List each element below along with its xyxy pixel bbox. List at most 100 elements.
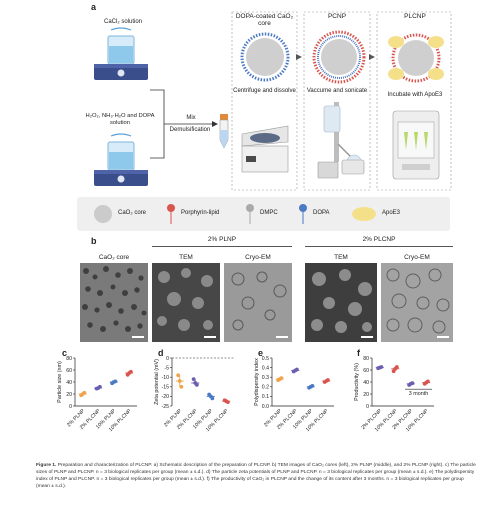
plnp-header-rule	[152, 246, 292, 247]
dopa-core-particle-icon	[240, 32, 290, 82]
plnp-tem-label: TEM	[179, 254, 193, 261]
data-point	[194, 382, 199, 387]
figure-label: Figure 1.	[36, 463, 57, 468]
y-tick-label: 0	[366, 404, 369, 410]
process-boxes	[231, 11, 452, 191]
scale-bar	[361, 336, 373, 338]
cao2-core-icon	[94, 205, 112, 223]
y-tick-label: 0.4	[262, 365, 269, 371]
scale-bar	[437, 336, 449, 338]
panel-label-b: b	[91, 236, 97, 246]
stirrer-plate-2-icon	[94, 133, 148, 186]
y-tick-label: 20	[363, 392, 369, 398]
figure-caption: Figure 1. Preparation and characterizati…	[36, 462, 476, 490]
apoe3-icon	[352, 207, 376, 221]
y-tick-label: -5	[164, 365, 169, 371]
h2o2-label: H₂O₂, NH₃·H₂O and DOPA solution	[85, 113, 155, 126]
stirrer-plate-1-icon	[94, 27, 148, 80]
plcnp-particle-icon	[388, 33, 444, 83]
y-tick-label: 0.1	[262, 394, 269, 400]
centrifuge-icon	[241, 125, 289, 173]
dopa-icon	[299, 204, 307, 224]
data-point	[113, 379, 118, 384]
y-tick-label: 0.3	[262, 375, 269, 381]
y-axis-label: Zeta potential (mV)	[154, 359, 160, 405]
plcnp-header: 2% PLCNP	[362, 236, 396, 243]
y-tick-label: 80	[66, 356, 72, 362]
panel-label-c: c	[62, 348, 68, 358]
data-point	[179, 384, 184, 389]
data-point	[82, 390, 87, 395]
data-point	[191, 377, 196, 382]
component-legend	[77, 197, 450, 231]
scale-bar	[132, 336, 144, 338]
plnp-cryo-micrograph	[224, 263, 292, 342]
cao2-core-micrograph	[80, 263, 148, 342]
data-point	[210, 396, 215, 401]
vacuum-label: Vaccume and sonicate	[306, 88, 368, 94]
plnp-cryo-label: Cryo-EM	[245, 254, 271, 261]
panel-label-f: f	[357, 348, 360, 358]
plcnp-tem-label: TEM	[334, 254, 348, 261]
panel-label-d: d	[158, 348, 164, 358]
demulsification-label: Demulsification	[169, 127, 211, 133]
tube-icon	[219, 114, 229, 149]
data-point	[310, 383, 315, 388]
data-point	[97, 384, 102, 389]
data-point	[325, 378, 330, 382]
y-tick-label: 0.0	[262, 404, 269, 410]
plcnp-title: PLCNP	[404, 13, 426, 20]
scale-bar	[276, 336, 288, 338]
y-tick-label: 0.2	[262, 385, 269, 391]
mix-connector	[150, 89, 218, 159]
y-axis-label: Particle size (nm)	[57, 361, 63, 403]
y-tick-label: 20	[66, 392, 72, 398]
pcnp-particle-icon	[312, 30, 366, 84]
y-tick-label: 40	[66, 380, 72, 386]
data-point	[177, 379, 182, 383]
y-tick-label: -20	[162, 394, 170, 400]
dopa-core-title: DOPA-coated CaO₂ core	[235, 13, 294, 27]
data-point	[379, 365, 384, 369]
y-tick-label: 0	[69, 404, 72, 410]
core-image-label: CaO₂ core	[98, 254, 130, 261]
data-point	[425, 379, 430, 384]
plcnp-header-rule	[305, 246, 453, 247]
porphyrin-lipid-icon	[167, 204, 175, 224]
dmpc-icon	[246, 204, 254, 224]
legend-dmpc: DMPC	[260, 210, 278, 216]
legend-dopa: DOPA	[313, 210, 330, 216]
plcnp-tem-micrograph	[305, 263, 377, 342]
y-axis-label: Productivity (%)	[354, 363, 360, 401]
legend-apoe3: ApoE3	[382, 210, 401, 216]
data-point	[279, 376, 284, 381]
cacl2-label: CaCl₂ solution	[103, 19, 142, 25]
y-tick-label: 0.5	[262, 356, 269, 362]
y-tick-label: 0	[166, 356, 169, 362]
data-point	[294, 367, 299, 372]
pcnp-title: PCNP	[327, 13, 347, 20]
data-point	[128, 369, 133, 374]
y-axis-label: Polydispersity index	[254, 358, 260, 406]
rotary-evaporator-icon	[317, 102, 365, 179]
y-tick-label: 80	[363, 356, 369, 362]
data-point	[394, 365, 399, 369]
legend-cao2: CaO₂ core	[118, 210, 147, 216]
caption-text: Preparation and characterization of PLCN…	[36, 463, 476, 490]
centrifuge-label: Centrifuge and dissolve	[233, 88, 296, 94]
plcnp-cryo-micrograph	[381, 263, 453, 342]
panel-label-e: e	[258, 348, 264, 358]
y-tick-label: 40	[363, 380, 369, 386]
mix-label: Mix	[186, 115, 196, 121]
data-point	[225, 400, 230, 405]
legend-porphyrin: Porphyrin-lipid	[181, 210, 220, 216]
y-tick-label: -10	[162, 375, 170, 381]
plnp-tem-micrograph	[152, 263, 220, 342]
y-tick-label: -25	[162, 404, 170, 410]
y-tick-label: -15	[162, 385, 170, 391]
y-tick-label: 60	[363, 368, 369, 374]
